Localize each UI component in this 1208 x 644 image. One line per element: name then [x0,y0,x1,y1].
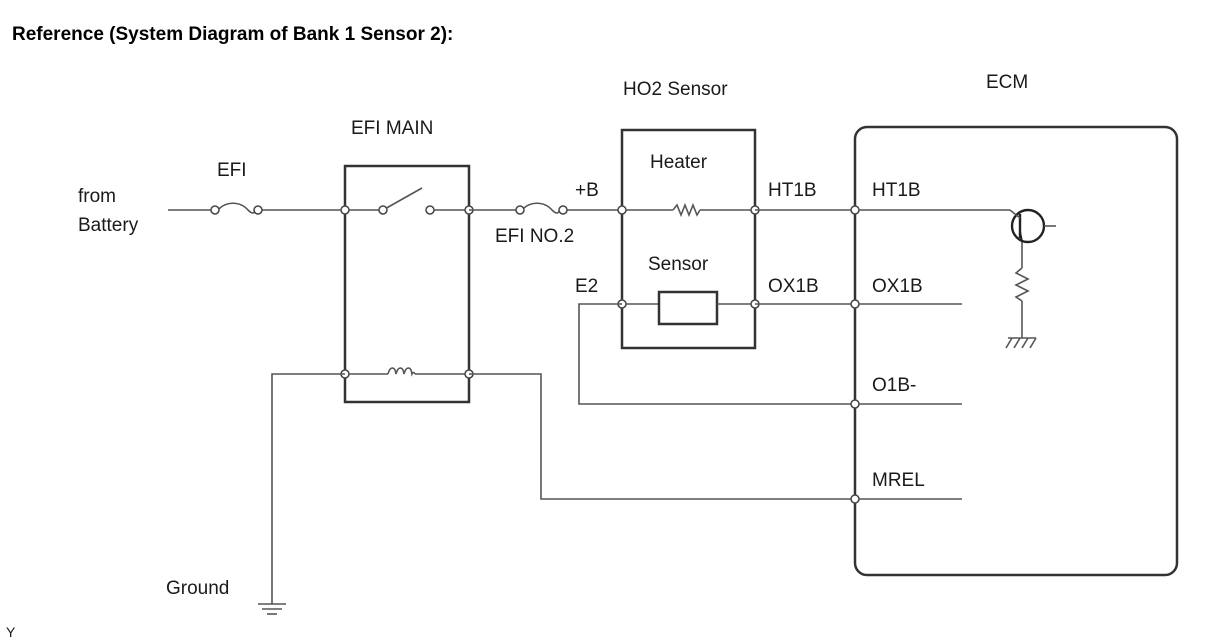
ho2-sensor-box [620,128,757,350]
mrel-terminal-label: MREL [872,470,925,491]
efi-main-relay-box [343,164,471,404]
efi-main-relay-switch [340,187,474,215]
efi-fuse [210,205,263,215]
efi-main-label: EFI MAIN [351,118,433,139]
ox1b-wire [755,299,962,309]
efi-no2-fuse [515,205,568,215]
heater-element [617,202,760,218]
sensor-label: Sensor [648,254,709,275]
o1b-minus-wire [578,303,962,409]
ho2-sensor-label: HO2 Sensor [623,79,728,100]
ecm-transistor-icon [1005,208,1056,349]
from-battery-label: from [78,186,116,207]
battery-label: Battery [78,215,139,236]
plus-b-terminal-label: +B [575,180,599,201]
corner-mark: Y [6,624,16,640]
sensor-element [617,290,760,326]
diagram-title: Reference (System Diagram of Bank 1 Sens… [12,24,453,45]
mrel-wire [469,373,962,504]
e2-terminal-label: E2 [575,276,598,297]
ox1b-sensor-terminal-label: OX1B [768,276,819,297]
ht1b-ecm-terminal-label: HT1B [872,180,921,201]
heater-label: Heater [650,152,708,173]
ox1b-ecm-terminal-label: OX1B [872,276,923,297]
ecm-box [853,125,1179,577]
efi-fuse-label: EFI [217,160,247,181]
efi-no2-label: EFI NO.2 [495,226,574,247]
efi-no2-wire [469,202,622,214]
ecm-label: ECM [986,72,1028,93]
ground-wire [258,373,345,615]
o1b-minus-terminal-label: O1B- [872,375,916,396]
ht1b-wire [755,205,1010,215]
ground-label: Ground [166,578,229,599]
efi-main-relay-coil [340,367,474,379]
ht1b-sensor-terminal-label: HT1B [768,180,817,201]
